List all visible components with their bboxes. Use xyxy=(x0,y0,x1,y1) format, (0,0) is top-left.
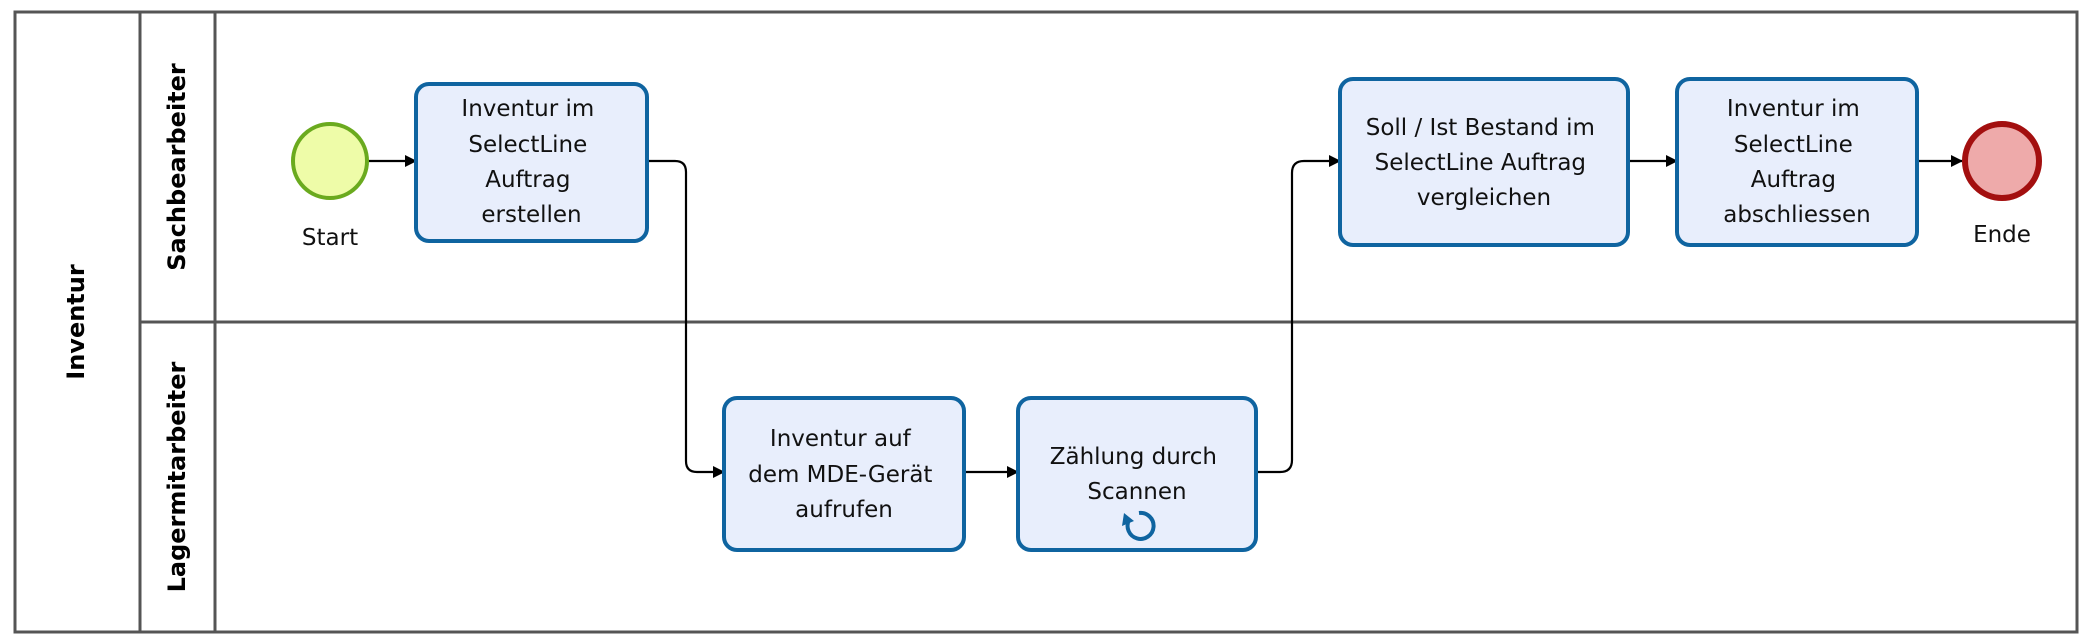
lane-lagermitarbeiter: Lagermitarbeiter xyxy=(163,361,191,592)
start-event[interactable]: Start xyxy=(291,122,369,251)
task-label: Inventur im SelectLine Auftrag erstellen xyxy=(461,96,601,228)
flow-erstellen-to-mde[interactable] xyxy=(647,159,725,478)
task-box xyxy=(1338,77,1630,247)
task-label-line: erstellen xyxy=(481,202,581,228)
task-label-line: SelectLine xyxy=(468,132,587,158)
task-abschliessen[interactable]: Inventur im SelectLine Auftrag abschlies… xyxy=(1675,77,1919,247)
task-label-line: Zählung durch xyxy=(1050,444,1217,470)
task-label-line: Scannen xyxy=(1087,479,1186,505)
task-label-line: SelectLine Auftrag xyxy=(1375,150,1586,176)
task-box xyxy=(1675,77,1919,247)
start-event-circle xyxy=(291,122,369,200)
task-soll-ist[interactable]: Soll / Ist Bestand im SelectLine Auftrag… xyxy=(1338,77,1630,247)
task-label-line: vergleichen xyxy=(1417,185,1551,211)
task-mde-aufrufen[interactable]: Inventur auf dem MDE-Gerät aufrufen xyxy=(722,396,966,552)
sequence-flows xyxy=(367,155,1963,478)
pool-label: Inventur xyxy=(62,264,90,380)
task-label: Soll / Ist Bestand im SelectLine Auftrag… xyxy=(1366,115,1603,211)
loop-icon xyxy=(1122,510,1156,541)
task-label-line: Inventur im xyxy=(461,96,594,122)
task-label-line: Inventur auf xyxy=(770,426,912,452)
task-box xyxy=(414,82,649,243)
lane-label-lagermitarbeiter: Lagermitarbeiter xyxy=(163,361,191,592)
task-label-line: Inventur im xyxy=(1727,96,1860,122)
lane-label-sachbearbeiter: Sachbearbeiter xyxy=(163,63,191,271)
task-zaehlung[interactable]: Zählung durch Scannen xyxy=(1016,396,1258,552)
end-event-label: Ende xyxy=(1973,222,2031,248)
task-label: Zählung durch Scannen xyxy=(1050,444,1225,505)
task-inventur-erstellen[interactable]: Inventur im SelectLine Auftrag erstellen xyxy=(414,82,649,243)
end-event-circle xyxy=(1962,121,2042,201)
task-box xyxy=(1016,396,1258,552)
task-label-line: abschliessen xyxy=(1723,202,1871,228)
task-label-line: SelectLine xyxy=(1734,132,1853,158)
flow-zaehlung-to-soll-ist[interactable] xyxy=(1256,155,1341,474)
lane-sachbearbeiter: Sachbearbeiter xyxy=(163,63,191,271)
task-label-line: Auftrag xyxy=(485,167,570,193)
task-label: Inventur im SelectLine Auftrag abschlies… xyxy=(1723,96,1871,228)
start-event-label: Start xyxy=(302,225,358,251)
task-label-line: aufrufen xyxy=(795,497,893,523)
task-box xyxy=(722,396,966,552)
task-label: Inventur auf dem MDE-Gerät aufrufen xyxy=(748,426,940,523)
end-event[interactable]: Ende xyxy=(1962,121,2042,248)
task-label-line: Auftrag xyxy=(1751,167,1836,193)
task-label-line: Soll / Ist Bestand im xyxy=(1366,115,1595,141)
task-label-line: dem MDE-Gerät xyxy=(748,462,932,488)
